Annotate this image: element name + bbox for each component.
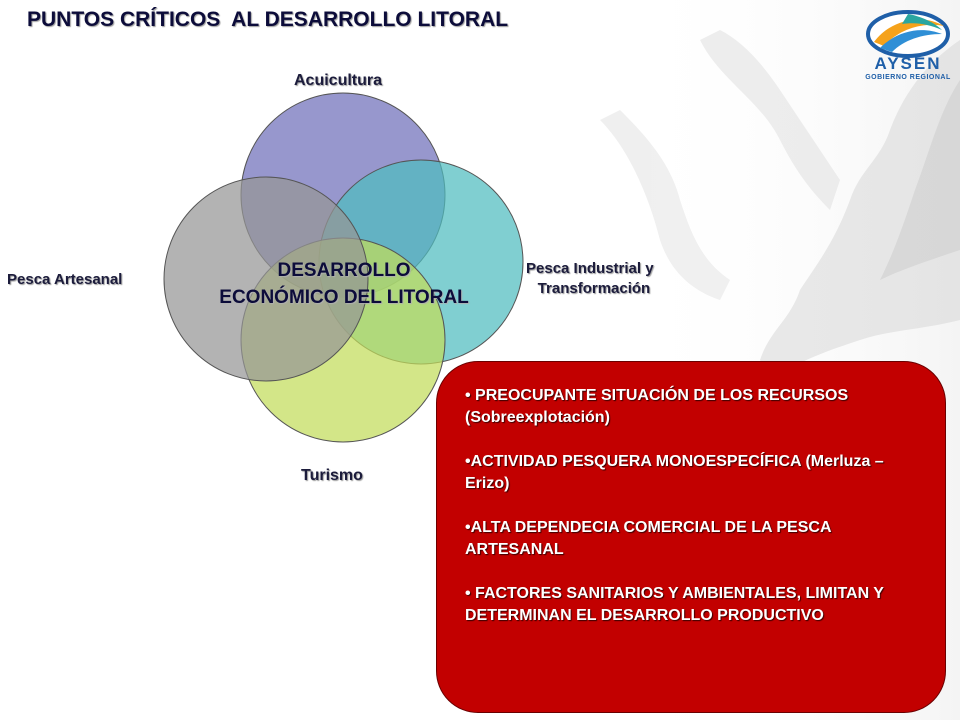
critical-point-2: •ACTIVIDAD PESQUERA MONOESPECÍFICA (Merl… bbox=[465, 453, 884, 492]
center-label-line-2: ECONÓMICO DEL LITORAL bbox=[219, 287, 469, 308]
center-label-line-1: DESARROLLO bbox=[277, 260, 411, 281]
label-pesca-artesanal: Pesca Artesanal bbox=[7, 271, 123, 288]
logo-name: AYSEN bbox=[874, 54, 942, 73]
logo-emblem-icon bbox=[866, 10, 950, 58]
critical-points-box bbox=[436, 361, 946, 713]
slide-title: PUNTOS CRÍTICOS AL DESARROLLO LITORAL bbox=[27, 8, 509, 31]
critical-points-list: • PREOCUPANTE SITUACIÓN DE LOS RECURSOS … bbox=[465, 385, 925, 649]
critical-point-1: • PREOCUPANTE SITUACIÓN DE LOS RECURSOS … bbox=[465, 387, 849, 426]
critical-point-4: • FACTORES SANITARIOS Y AMBIENTALES, LIM… bbox=[465, 585, 884, 624]
center-label: DESARROLLO ECONÓMICO DEL LITORAL bbox=[176, 257, 512, 311]
logo-subtitle: GOBIERNO REGIONAL bbox=[865, 74, 951, 81]
aysen-logo: AYSEN GOBIERNO REGIONAL bbox=[862, 8, 954, 90]
label-turismo: Turismo bbox=[301, 467, 363, 484]
critical-point-3: •ALTA DEPENDECIA COMERCIAL DE LA PESCA A… bbox=[465, 519, 831, 558]
label-pesca-industrial: Pesca Industrial y Transformación bbox=[526, 260, 654, 297]
circle-pesca-artesanal bbox=[163, 176, 369, 382]
label-acuicultura: Acuicultura bbox=[294, 72, 383, 89]
